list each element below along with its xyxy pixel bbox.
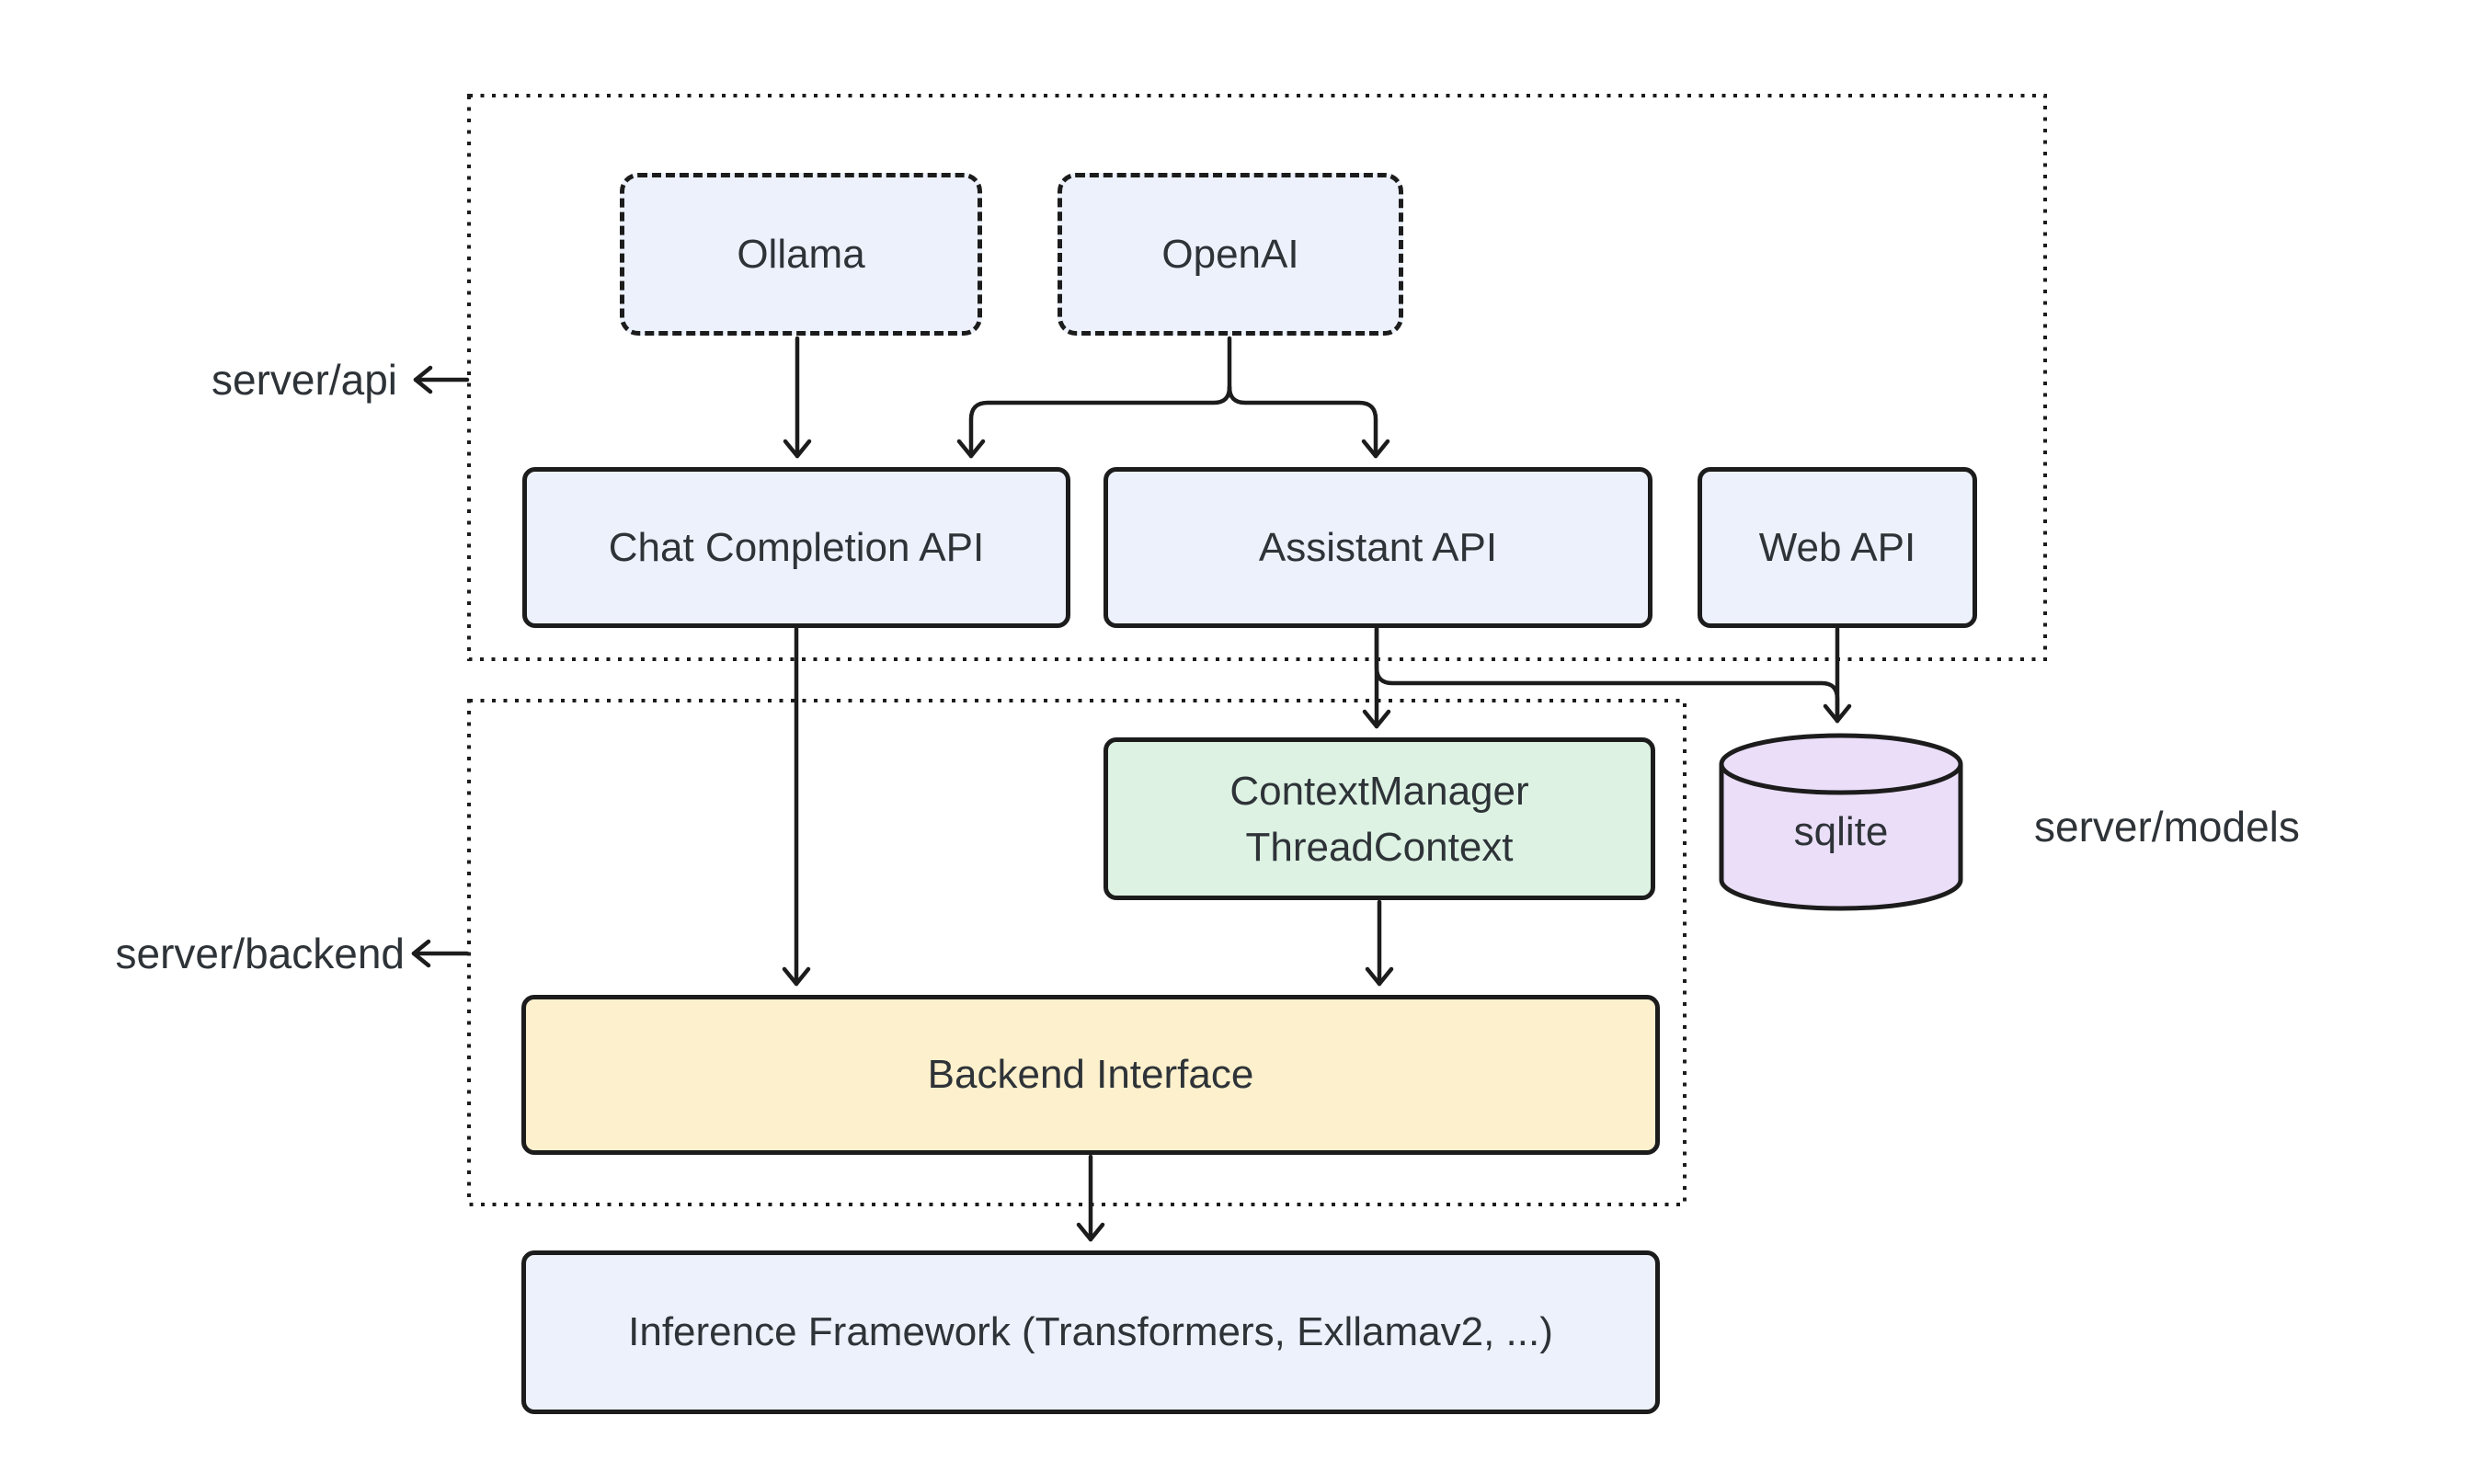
label-server-models: server/models (2034, 803, 2300, 850)
node-assistant-api: Assistant API (1103, 467, 1652, 628)
node-assistant-api-label: Assistant API (1258, 524, 1498, 570)
node-ollama: Ollama (620, 173, 982, 336)
node-chat-completion-api-label: Chat Completion API (608, 524, 985, 570)
edge-openai-to-assistant (1227, 384, 1390, 459)
node-sqlite-label: sqlite (1793, 809, 1889, 854)
label-server-backend: server/backend (115, 930, 406, 977)
node-openai-label: OpenAI (1161, 231, 1299, 277)
node-backend-interface: Backend Interface (521, 995, 1660, 1155)
edge-assistant-to-sqlite (1374, 626, 1840, 724)
node-context-manager: ContextManager ThreadContext (1103, 737, 1655, 900)
label-server-api: server/api (212, 356, 397, 404)
node-sqlite-cylinder (1719, 733, 1963, 911)
node-inference-framework: Inference Framework (Transformers, Exlla… (521, 1250, 1660, 1414)
node-web-api: Web API (1698, 467, 1977, 628)
node-chat-completion-api: Chat Completion API (522, 467, 1070, 628)
edge-openai-to-chat-completion (956, 384, 1232, 459)
node-ollama-label: Ollama (737, 231, 865, 277)
node-backend-interface-label: Backend Interface (927, 1052, 1254, 1097)
node-inference-framework-label: Inference Framework (Transformers, Exlla… (628, 1309, 1553, 1354)
node-context-manager-line1: ContextManager (1229, 768, 1529, 814)
node-web-api-label: Web API (1758, 524, 1916, 570)
node-openai: OpenAI (1058, 173, 1403, 336)
node-context-manager-line2: ThreadContext (1245, 824, 1514, 870)
